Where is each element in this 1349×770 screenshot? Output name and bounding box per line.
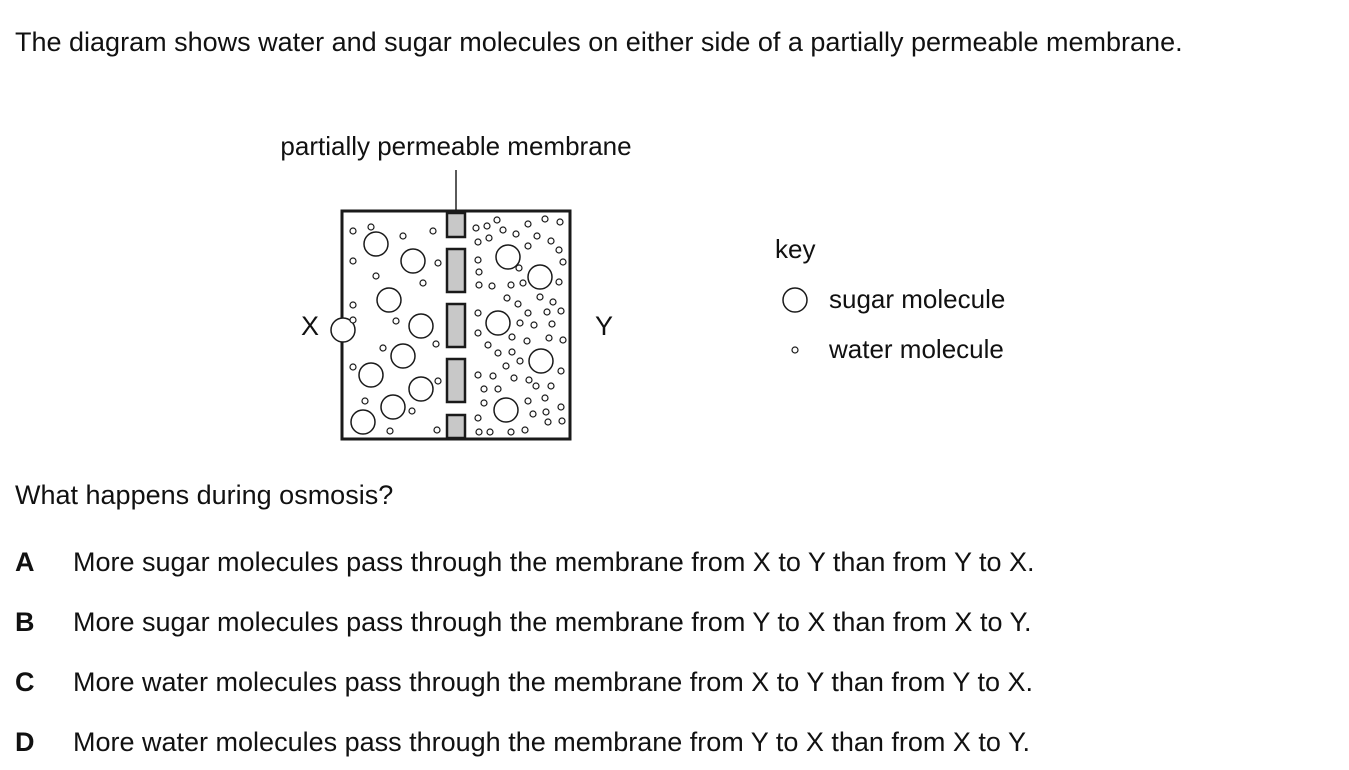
option-text: More sugar molecules pass through the me… bbox=[73, 547, 1035, 577]
option-letter: A bbox=[15, 547, 35, 577]
sugar-molecules-x bbox=[330, 231, 434, 435]
option-letter: C bbox=[15, 667, 35, 697]
sugar-molecule-icon bbox=[782, 287, 808, 313]
option-text: More sugar molecules pass through the me… bbox=[73, 607, 1032, 637]
membrane bbox=[445, 211, 467, 440]
membrane-segment bbox=[445, 302, 467, 349]
membrane-segment bbox=[445, 413, 467, 440]
membrane-segment bbox=[445, 247, 467, 294]
membrane-label: partially permeable membrane bbox=[280, 131, 631, 161]
question-stem: The diagram shows water and sugar molecu… bbox=[15, 27, 1183, 57]
side-x-label: X bbox=[301, 311, 319, 341]
osmosis-diagram: partially permeable membrane bbox=[280, 131, 1005, 441]
water-molecules-y bbox=[472, 215, 567, 436]
membrane-segment bbox=[445, 357, 467, 404]
option-text: More water molecules pass through the me… bbox=[73, 667, 1033, 697]
membrane-segment bbox=[445, 211, 467, 239]
question-text: What happens during osmosis? bbox=[15, 480, 394, 510]
option-letter: D bbox=[15, 727, 35, 757]
key: key sugar molecule water molecule bbox=[775, 234, 1005, 364]
water-molecules-x bbox=[349, 223, 442, 435]
side-y-label: Y bbox=[595, 311, 613, 341]
key-title: key bbox=[775, 234, 815, 264]
water-molecule-icon bbox=[791, 346, 799, 354]
key-item-sugar: sugar molecule bbox=[829, 284, 1005, 314]
sugar-molecules-y bbox=[485, 244, 554, 423]
key-item-water: water molecule bbox=[828, 334, 1004, 364]
option-letter: B bbox=[15, 607, 35, 637]
option-text: More water molecules pass through the me… bbox=[73, 727, 1030, 757]
